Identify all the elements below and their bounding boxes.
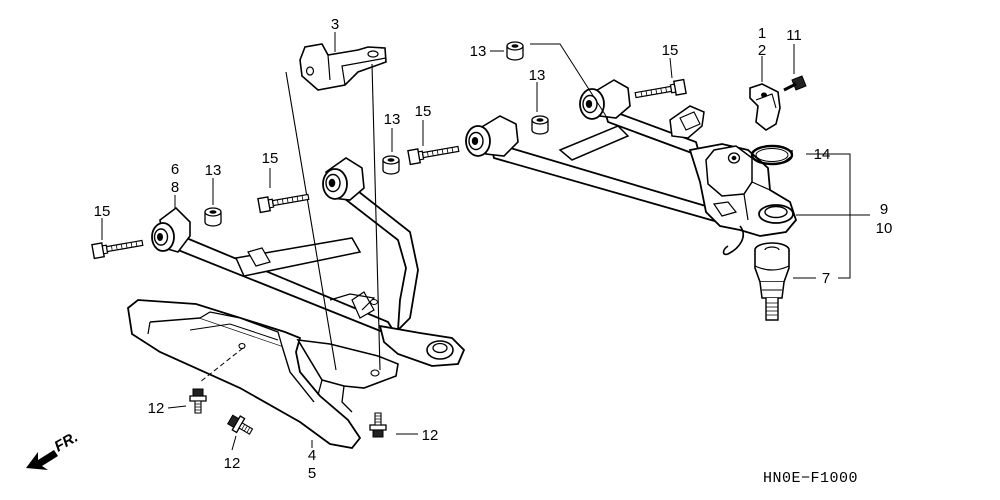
diagram-code: HN0E−F1000 [763,470,858,487]
callout-13-a: 13 [205,162,222,179]
bracket-part-3 [299,43,387,91]
callout-15-c: 15 [415,103,432,120]
bolt-part-15-c [407,141,461,166]
lower-arm-part-6 [170,175,466,367]
upper-arm-part-9 [688,143,798,256]
callout-1: 1 [758,25,766,42]
callout-13-d: 13 [529,67,546,84]
nut-part-13-b [382,155,400,175]
bushing-upper-rear [579,79,631,120]
callout-5: 5 [308,465,316,482]
bolt-part-15-a [91,235,145,260]
callout-12-c: 12 [422,427,439,444]
arrow-left-icon [26,450,58,470]
callout-10: 10 [876,220,893,237]
callout-15-b: 15 [262,150,279,167]
lower-arm-assembly [127,43,466,449]
flange-bolt-part-12-a [189,388,207,414]
callout-4: 4 [308,447,316,464]
callout-15-d: 15 [662,42,679,59]
bolt-part-15-b [257,189,311,214]
nut-part-13-a [204,207,222,227]
front-direction-indicator: FR. [26,429,81,470]
bushing-upper-front [465,115,519,157]
nut-part-13-d [531,115,549,135]
upper-arm-assembly [465,79,798,256]
callout-15-a: 15 [94,203,111,220]
ball-joint-part-7 [754,242,790,321]
callout-14: 14 [814,146,831,163]
callout-6: 6 [171,161,179,178]
bolt-part-11 [783,75,807,92]
callout-13-c: 13 [470,43,487,60]
nut-part-13-c [506,41,524,61]
clamp-part-1 [749,83,781,131]
callout-7: 7 [822,270,830,287]
circlip-part-14 [750,144,794,166]
bushing-part-8 [151,206,191,253]
callout-11: 11 [786,27,802,44]
callout-8: 8 [171,179,179,196]
callout-9: 9 [880,201,888,218]
rear-bushing-lower [322,157,365,201]
direction-label: FR. [52,429,81,456]
callout-12-b: 12 [224,455,241,472]
callout-2: 2 [758,42,766,59]
skid-plate-part-4 [127,293,399,449]
callout-3: 3 [331,16,339,33]
flange-bolt-part-12-b [225,411,256,440]
bolt-part-15-d [633,78,687,103]
flange-bolt-part-12-c [369,412,387,438]
callout-12-a: 12 [148,400,165,417]
callout-13-b: 13 [384,111,401,128]
leader-lines [101,32,870,451]
callout-labels: 3 6 8 13 15 15 13 15 13 13 15 1 2 11 14 … [94,16,893,482]
